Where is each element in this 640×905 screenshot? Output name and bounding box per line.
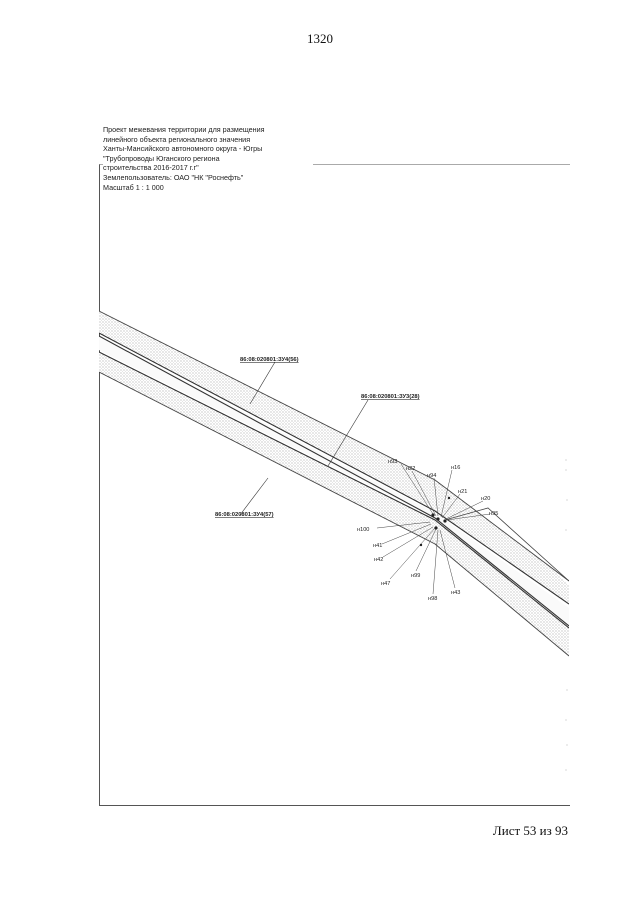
corridor-tail	[485, 508, 569, 585]
boundary-line-1	[99, 310, 569, 582]
point-label: н42	[374, 557, 383, 563]
title-block: Проект межевания территории для размещен…	[103, 125, 313, 193]
sheet-label: Лист 53 из 93	[492, 823, 568, 838]
point-label: н22	[406, 466, 415, 472]
leader-zu4-57	[239, 477, 269, 516]
point-label: н47	[381, 581, 390, 587]
point-label: н100	[357, 527, 369, 533]
title-line: Ханты-Мансийского автономного округа - Ю…	[103, 144, 263, 154]
point-label: н41	[373, 543, 382, 549]
point-label: н43	[451, 590, 460, 596]
point-markers	[419, 496, 451, 547]
point-label: н95	[489, 511, 498, 517]
plot-label-zu4-56: 86:08:020801:ЗУ4(56)	[240, 357, 299, 363]
title-line: "Трубопроводы Юганского региона	[103, 153, 220, 163]
land-user-line: Землепользователь: ОАО "НК "Роснефть"	[103, 172, 244, 182]
edge-marks	[565, 459, 568, 771]
point-label: н21	[458, 489, 467, 495]
boundary-line-3	[99, 335, 569, 627]
boundary-line-6	[444, 507, 569, 582]
point-label: н93	[388, 459, 397, 465]
title-line: строительства 2016-2017 г.г"	[103, 163, 199, 173]
point-label: н94	[427, 473, 436, 479]
point-label: н98	[428, 596, 437, 602]
map-frame	[99, 164, 570, 806]
boundary-line-5	[99, 371, 569, 657]
corridor-band-upper	[99, 311, 569, 604]
title-line: линейного объекта регионального значения	[103, 134, 251, 144]
title-line: Проект межевания территории для размещен…	[103, 125, 265, 134]
boundary-line-2	[99, 332, 569, 605]
point-label: н20	[481, 496, 490, 502]
plot-label-zu4-57: 86:08:020801:ЗУ4(57)	[215, 512, 274, 518]
point-leaders	[376, 463, 491, 595]
leader-zu4-56	[249, 361, 276, 405]
corridor-band-lower	[99, 352, 569, 656]
point-label: н99	[411, 573, 420, 579]
leader-zu3-28	[327, 399, 369, 467]
plot-label-zu3-28: 86:08:020801:ЗУ3(28)	[361, 394, 420, 400]
page-number: 1320	[307, 31, 333, 46]
scale-line: Масштаб 1 : 1 000	[103, 182, 164, 192]
point-label: н16	[451, 465, 460, 471]
corridor-band-middle	[99, 336, 569, 626]
boundary-line-4	[99, 351, 569, 629]
